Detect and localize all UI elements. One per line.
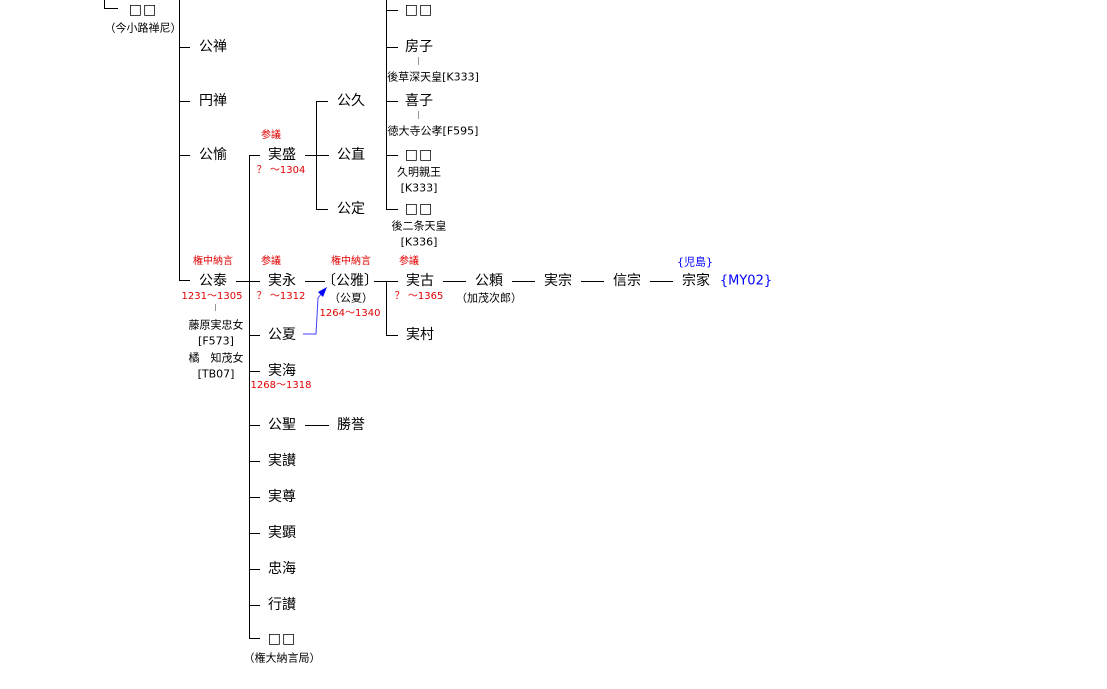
person-kozen: 公禅 (199, 39, 227, 55)
kimisato-child: 勝誉 (337, 417, 365, 433)
kotai-title: 権中納言 (193, 256, 233, 267)
person-sanemi: 実海 (268, 363, 296, 379)
sanemori-child: 公久 (337, 93, 365, 109)
person-sanenaga: 実永 (268, 273, 296, 289)
kotai-mother1: 藤原実忠女 (188, 318, 244, 332)
daughter: □□ (404, 147, 434, 163)
person-other: 実讃 (268, 453, 296, 469)
sanemi-dates: 1268〜1318 (250, 380, 312, 391)
person-other: 行讃 (268, 597, 296, 613)
person-other: 忠海 (268, 561, 296, 577)
daughter: 房子 (405, 39, 433, 55)
top-daughter: □□ (128, 2, 158, 18)
kotai-mother1-id: [F573] (198, 334, 234, 348)
kotai-mother2: 橘 知茂女 (188, 351, 244, 365)
sanemori-child: 公直 (337, 147, 365, 163)
person-kotai: 公泰 (199, 273, 227, 289)
sanemori-child: 公定 (337, 201, 365, 217)
sanenaga-dates: ？ 〜1312 (256, 291, 306, 302)
person-sanefuru: 実古 (406, 273, 434, 289)
person-munaie: 宗家 (682, 273, 710, 289)
sanefuru-title: 参議 (399, 256, 419, 267)
person-kimina: 公夏 (268, 327, 296, 343)
person-sanemune: 実宗 (544, 273, 572, 289)
munaie-link[interactable]: {MY02} (719, 273, 773, 289)
person-nobumune: 信宗 (613, 273, 641, 289)
daughter: □□ (404, 2, 434, 18)
kimiyori-alias: （加茂次郎） (456, 291, 522, 305)
daughter: 喜子 (405, 93, 433, 109)
daughter-spouse-id: [K333] (400, 181, 438, 195)
person-kimimasa: 〔公雅〕 (322, 273, 378, 289)
person-koyu: 公愉 (199, 147, 227, 163)
person-kimisato: 公聖 (268, 417, 296, 433)
munaie-title: {児島} (677, 255, 713, 269)
person-other: 実尊 (268, 489, 296, 505)
top-daughter-note: （今小路禅尼） (104, 21, 182, 35)
person-enzen: 円禅 (199, 93, 227, 109)
sanemori-dates: ？ 〜1304 (256, 165, 306, 176)
person-kimiyori: 公頼 (475, 273, 503, 289)
daughter-spouse: 徳大寺公孝[F595] (387, 124, 479, 138)
kimimasa-title: 権中納言 (331, 256, 371, 267)
kimimasa-alias: （公夏） (329, 291, 373, 305)
sanemori-title: 参議 (261, 130, 281, 141)
kotai-dates: 1231〜1305 (181, 291, 243, 302)
last-daughter: □□ (267, 631, 297, 647)
kotai-mother2-id: [TB07] (197, 367, 235, 381)
kimimasa-dates: 1264〜1340 (319, 308, 381, 319)
daughter-spouse: 久明親王 (397, 165, 441, 179)
last-daughter-note: （権大納言局） (243, 651, 321, 665)
sanefuru-dates: ？ 〜1365 (394, 291, 444, 302)
daughter-spouse: 後二条天皇 (391, 219, 447, 233)
daughter-spouse-id: [K336] (400, 235, 438, 249)
person-sanemori: 実盛 (268, 147, 296, 163)
daughter: □□ (404, 201, 434, 217)
daughter-spouse: 後草深天皇[K333] (387, 70, 479, 84)
person-other: 実顕 (268, 525, 296, 541)
sanenaga-title: 参議 (261, 256, 281, 267)
person-sanemura: 実村 (406, 327, 434, 343)
